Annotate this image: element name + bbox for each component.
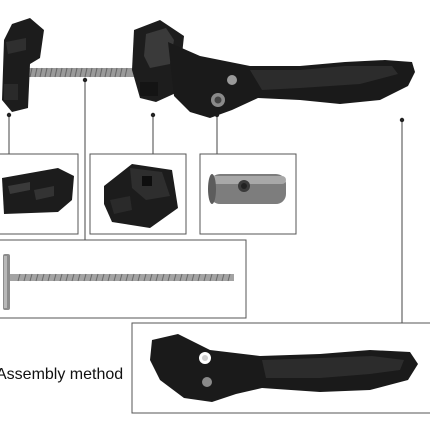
leader-dot — [399, 117, 405, 123]
leader-lines — [8, 80, 403, 323]
lever-arm-part — [150, 334, 418, 402]
slider-block-part — [2, 168, 74, 214]
leader-dot — [82, 77, 88, 83]
assembly-caption: Assembly method — [0, 366, 124, 383]
clamp-block-part — [104, 164, 178, 228]
barrel-nut-part — [208, 174, 286, 204]
leader-dot — [150, 112, 156, 118]
assembled-clamp — [2, 18, 415, 118]
leader-dot — [6, 112, 12, 118]
t-handle-screw-part — [3, 254, 234, 310]
